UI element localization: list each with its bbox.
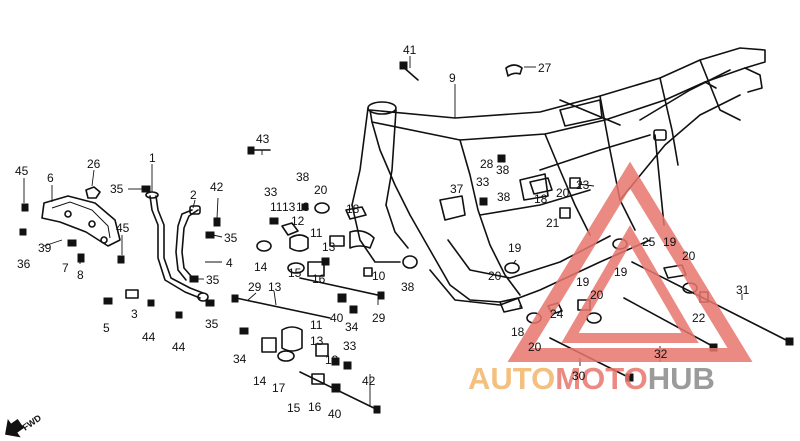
- callout-26: 26: [87, 157, 101, 171]
- watermark-text: AUTOMOTOHUB: [468, 361, 715, 396]
- callout-11-c: 11: [310, 318, 323, 332]
- watermark-word-hub: HUB: [648, 361, 715, 396]
- callout-19-c: 19: [614, 265, 628, 279]
- callout-19-b: 19: [663, 235, 677, 249]
- callout-15-b: 15: [287, 401, 301, 415]
- callout-32: 32: [654, 347, 668, 361]
- callout-15-a: 15: [288, 266, 302, 280]
- callout-20-c: 20: [488, 269, 502, 283]
- callout-7: 7: [62, 261, 69, 275]
- callout-38-b: 38: [401, 280, 415, 294]
- callout-44-b: 44: [172, 340, 186, 354]
- callout-25: 25: [642, 235, 656, 249]
- callout-43: 43: [256, 132, 270, 146]
- callout-2: 2: [190, 188, 197, 202]
- callout-12: 12: [291, 214, 305, 228]
- forward-label: FWD: [21, 412, 44, 432]
- callout-28: 28: [480, 157, 494, 171]
- callout-34-b: 34: [233, 352, 247, 366]
- callout-13-e: 13: [310, 334, 324, 348]
- callout-42-top: 42: [210, 180, 224, 194]
- callout-38-a: 38: [296, 170, 310, 184]
- callout-13-c: 13: [322, 240, 336, 254]
- callout-37: 37: [450, 182, 464, 196]
- callout-19-d: 19: [576, 275, 590, 289]
- callout-18-c: 18: [511, 325, 525, 339]
- callout-33-a: 33: [264, 185, 278, 199]
- callout-13-d: 13: [268, 280, 282, 294]
- callout-16-a: 16: [312, 272, 326, 286]
- callout-38-c: 38: [496, 163, 510, 177]
- callout-29-a: 29: [248, 280, 262, 294]
- callout-35-a: 35: [110, 182, 124, 196]
- callout-42-bottom: 42: [362, 374, 376, 388]
- callout-14-a: 14: [254, 260, 268, 274]
- callout-24: 24: [550, 307, 564, 321]
- callout-34-a: 34: [345, 320, 359, 334]
- callout-35-c: 35: [206, 273, 220, 287]
- radiator-bracket: [41, 195, 121, 247]
- callout-8: 8: [77, 268, 84, 282]
- forward-direction-marker: FWD: [5, 412, 44, 438]
- callout-20-d: 20: [682, 249, 696, 263]
- callout-20-e: 20: [590, 288, 604, 302]
- callout-14-b: 14: [253, 374, 267, 388]
- callout-36: 36: [17, 257, 31, 271]
- callout-18-b: 18: [534, 192, 548, 206]
- watermark-triangle-icon: [507, 161, 753, 362]
- callout-10: 10: [372, 269, 386, 283]
- callout-38-d: 38: [497, 190, 511, 204]
- callout-44-a: 44: [142, 330, 156, 344]
- watermark: AUTOMOTOHUB: [468, 161, 753, 396]
- callout-22: 22: [692, 311, 706, 325]
- callout-6: 6: [47, 171, 54, 185]
- callout-13-f: 13: [325, 353, 339, 367]
- callout-21: 21: [546, 216, 560, 230]
- callout-5: 5: [103, 321, 110, 335]
- callout-19-a: 19: [508, 241, 522, 255]
- callout-4: 4: [226, 256, 233, 270]
- callout-13-b: 13: [296, 200, 310, 214]
- callout-39: 39: [38, 241, 52, 255]
- callout-numbers: 41 9 27 43 1 26 45 6 35 2 42 45 39 36 7 …: [15, 43, 750, 421]
- callout-33-b: 33: [343, 339, 357, 353]
- callout-33-c: 33: [476, 175, 490, 189]
- callout-16-b: 16: [308, 400, 322, 414]
- callout-13-a: 13: [282, 200, 296, 214]
- callout-20-b: 20: [556, 186, 570, 200]
- callout-11-b: 11: [310, 226, 323, 240]
- callout-20-a: 20: [314, 183, 328, 197]
- callout-30: 30: [572, 369, 586, 383]
- leader-lines: [23, 56, 743, 406]
- callout-40-a: 40: [330, 311, 344, 325]
- engine-mount-rails: [145, 191, 209, 302]
- callout-45-top: 45: [15, 164, 29, 178]
- forward-arrow-icon: [5, 418, 24, 438]
- callout-17: 17: [272, 381, 286, 395]
- callout-31: 31: [736, 283, 750, 297]
- callout-11-a: 11: [270, 200, 283, 214]
- watermark-word-auto: AUTO: [468, 361, 555, 396]
- watermark-inner-triangle-icon: [561, 225, 699, 343]
- callout-35-b: 35: [224, 231, 238, 245]
- callout-20-f: 20: [528, 340, 542, 354]
- callout-3: 3: [131, 307, 138, 321]
- callout-45-mid: 45: [116, 221, 130, 235]
- callout-40-b: 40: [328, 407, 342, 421]
- watermark-word-moto: MOTO: [555, 361, 647, 396]
- callout-1: 1: [149, 151, 156, 165]
- callout-29-b: 29: [372, 311, 386, 325]
- callout-18-a: 18: [346, 202, 360, 216]
- callout-35-d: 35: [205, 317, 219, 331]
- callout-27: 27: [538, 61, 552, 75]
- callout-23: 23: [576, 178, 590, 192]
- callout-41: 41: [403, 43, 417, 57]
- callout-9: 9: [449, 71, 456, 85]
